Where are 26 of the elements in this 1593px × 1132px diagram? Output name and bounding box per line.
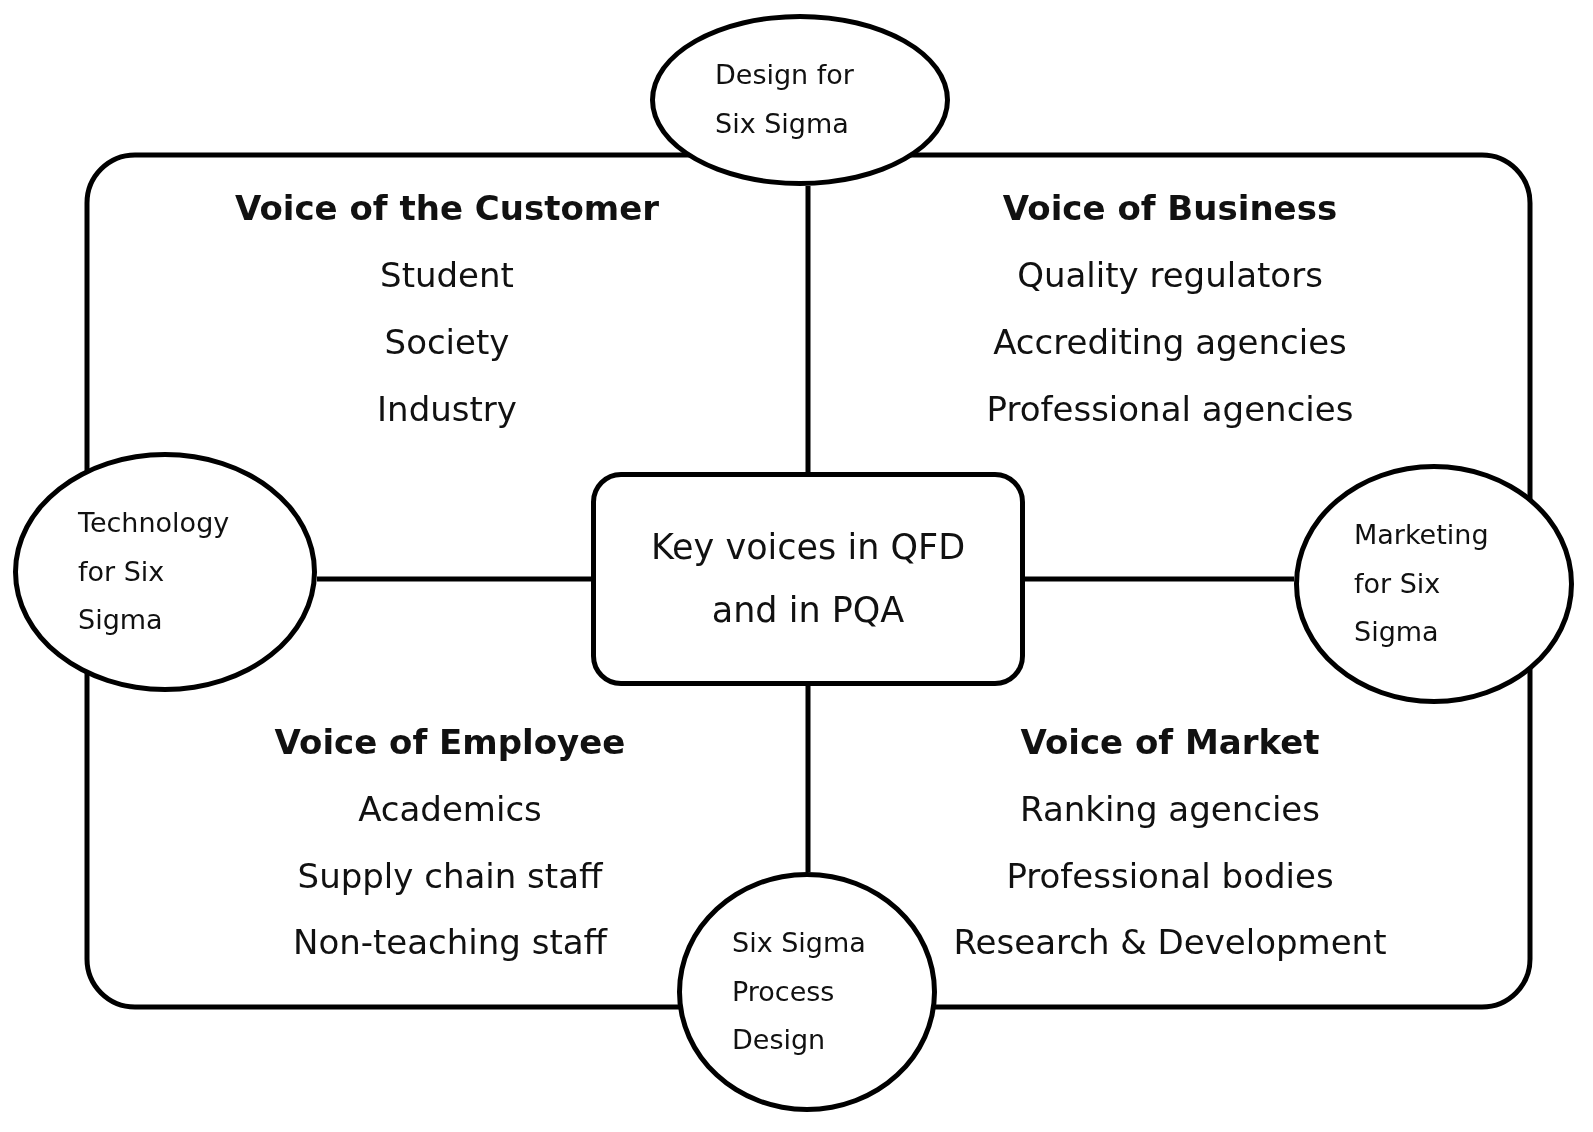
node-label: Technology for Six Sigma: [78, 506, 231, 638]
connector-line: [805, 686, 811, 872]
list-item: Academics: [358, 789, 542, 829]
node-label: Key voices in QFD and in PQA: [649, 526, 967, 632]
connector-line: [317, 576, 591, 582]
list-item: Quality regulators: [1017, 255, 1323, 295]
node-label: Design for Six Sigma: [715, 58, 855, 141]
list-item: Society: [384, 322, 510, 362]
group-heading: Voice of Employee: [274, 722, 626, 762]
center-box: [591, 472, 1025, 686]
group-heading: Voice of Business: [1002, 188, 1338, 228]
group-heading: Voice of Market: [1020, 722, 1320, 762]
group-heading: Voice of the Customer: [234, 188, 660, 228]
list-item: Professional bodies: [1006, 856, 1334, 896]
list-item: Non-teaching staff: [292, 922, 608, 962]
list-item: Student: [380, 255, 514, 295]
list-item: Professional agencies: [986, 389, 1354, 429]
node-label: Marketing for Six Sigma: [1354, 518, 1490, 650]
connector-line: [805, 186, 811, 472]
connector-line: [1025, 576, 1294, 582]
node-label: Six Sigma Process Design: [732, 926, 867, 1058]
list-item: Research & Development: [953, 922, 1387, 962]
list-item: Supply chain staff: [297, 856, 603, 896]
list-item: Accrediting agencies: [993, 322, 1347, 362]
list-item: Industry: [377, 389, 517, 429]
list-item: Ranking agencies: [1020, 789, 1320, 829]
